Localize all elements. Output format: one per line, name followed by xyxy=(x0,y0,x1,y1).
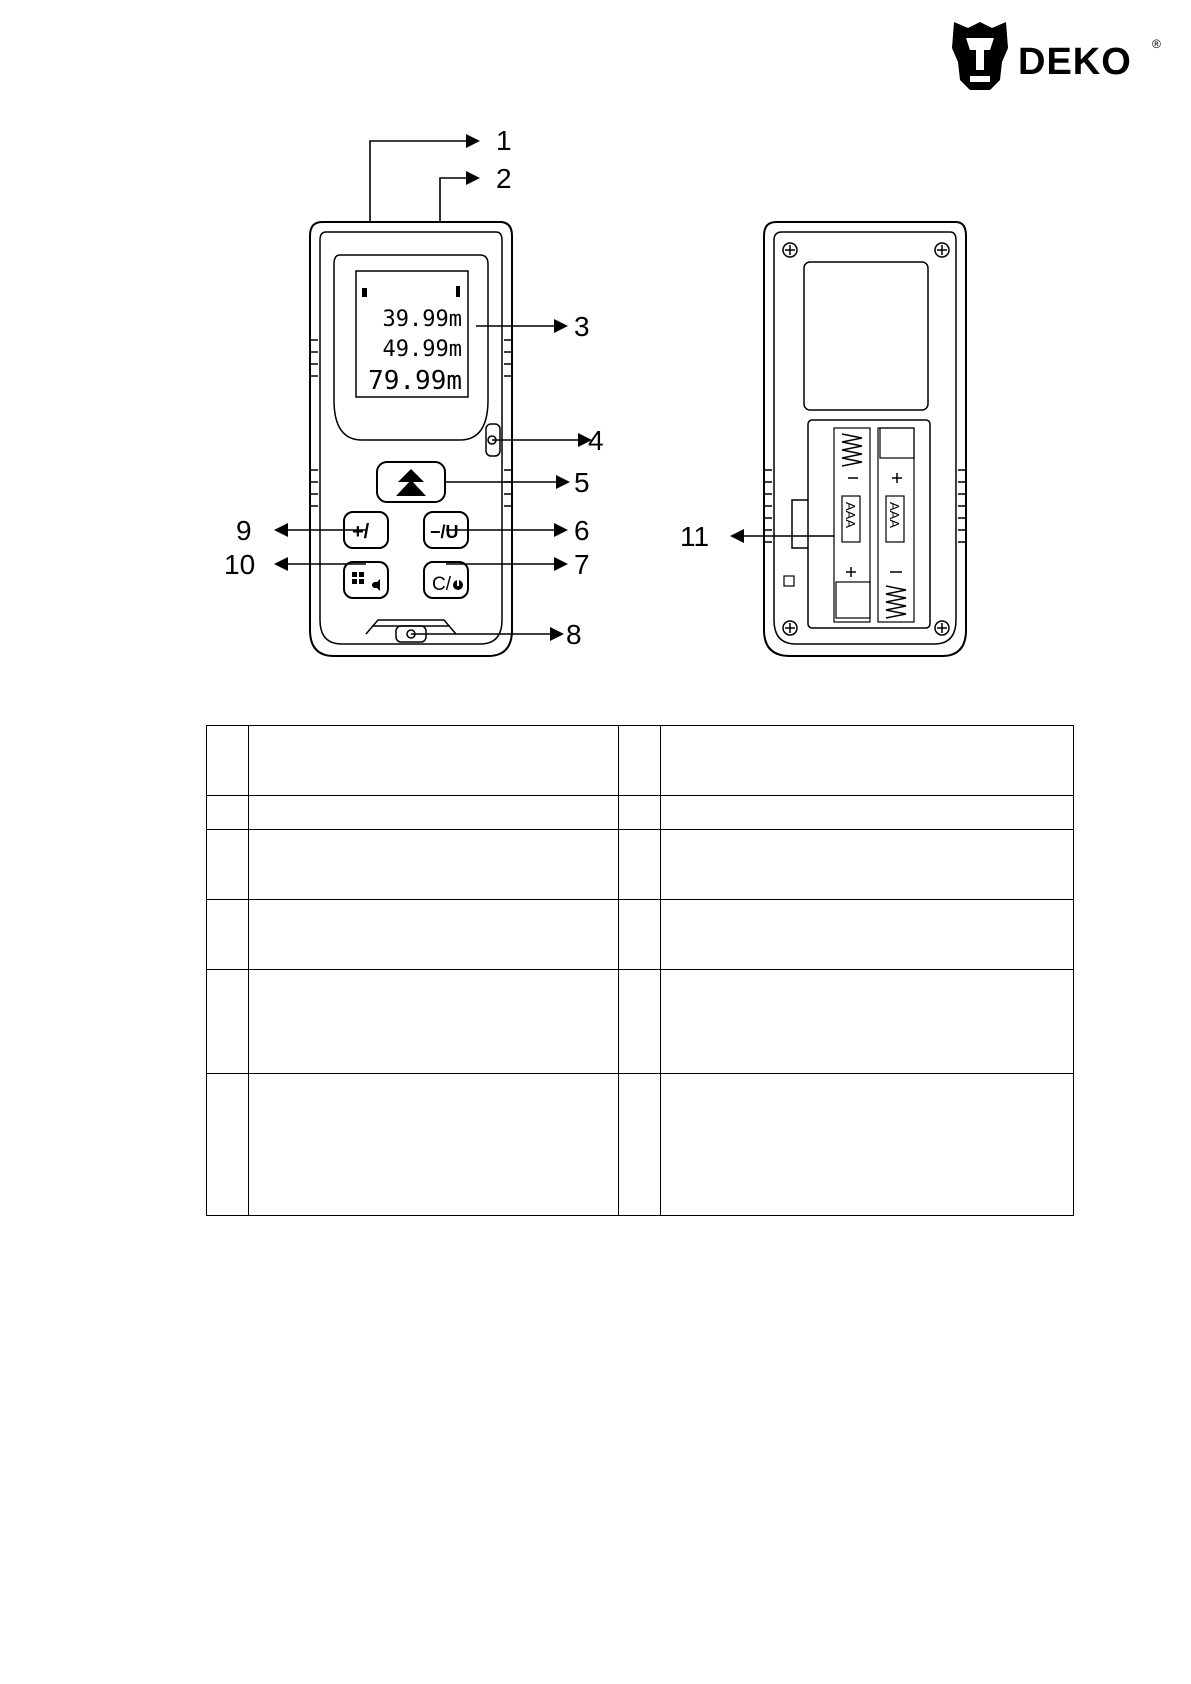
device-front xyxy=(309,221,513,657)
row-number-left xyxy=(206,725,249,796)
callout-8: 8 xyxy=(566,619,582,650)
battery-indicator-icon xyxy=(456,286,460,297)
lcd-line-3: 79.99m xyxy=(368,366,462,396)
callout-10: 10 xyxy=(224,549,255,580)
battery-label-right: AAA xyxy=(887,502,902,528)
table-row xyxy=(206,829,1074,900)
row-description-right xyxy=(660,829,1074,900)
row-description-left xyxy=(248,829,619,900)
row-number-right xyxy=(618,725,661,796)
table-row xyxy=(206,899,1074,970)
measure-arrow-icon xyxy=(396,469,426,496)
callout-5: 5 xyxy=(574,467,590,498)
spring-icon xyxy=(885,585,907,619)
row-description-right xyxy=(660,725,1074,796)
laser-reference-icon xyxy=(362,288,367,297)
lcd-line-2: 49.99m xyxy=(383,337,462,362)
table-row xyxy=(206,1073,1074,1216)
row-description-right xyxy=(660,1073,1074,1216)
device-back xyxy=(763,221,967,657)
callout-3: 3 xyxy=(574,311,590,342)
callout-11: 11 xyxy=(680,521,709,552)
deko-logo: DEKO ® xyxy=(950,18,1170,98)
clear-power-button[interactable] xyxy=(423,561,469,599)
row-number-left xyxy=(206,795,249,830)
table-row xyxy=(206,969,1074,1074)
row-description-right xyxy=(660,899,1074,970)
row-number-left xyxy=(206,1073,249,1216)
helmet-icon xyxy=(952,22,1008,90)
callout-4: 4 xyxy=(588,425,604,456)
parts-table xyxy=(206,725,1074,1216)
row-number-right xyxy=(618,1073,661,1216)
row-description-left xyxy=(248,1073,619,1216)
power-icon xyxy=(453,580,463,590)
screw-icon xyxy=(782,242,950,636)
callout-7: 7 xyxy=(574,549,590,580)
row-description-left xyxy=(248,969,619,1074)
callout-1: 1 xyxy=(496,125,512,156)
callout-2: 2 xyxy=(496,163,512,194)
battery-label-left: AAA xyxy=(843,502,858,528)
callout-9: 9 xyxy=(236,515,252,546)
brand-name: DEKO xyxy=(1018,41,1132,83)
row-number-left xyxy=(206,899,249,970)
registered-mark: ® xyxy=(1152,37,1161,51)
battery-compartment xyxy=(807,419,931,629)
callout-6: 6 xyxy=(574,515,590,546)
row-description-right xyxy=(660,795,1074,830)
grid-sound-icon xyxy=(352,572,380,591)
arrow-heads xyxy=(274,134,744,641)
row-description-right xyxy=(660,969,1074,1074)
plus-button-label: +/ xyxy=(352,521,370,543)
row-number-right xyxy=(618,969,661,1074)
row-number-left xyxy=(206,829,249,900)
minus-button-label: −/U xyxy=(430,522,459,542)
row-number-left xyxy=(206,969,249,1074)
lcd-line-1: 39.99m xyxy=(383,307,462,332)
row-number-right xyxy=(618,795,661,830)
spring-icon xyxy=(841,433,863,467)
menu-sound-button[interactable] xyxy=(343,561,389,599)
lcd-screen xyxy=(355,270,469,398)
clear-button-label: C/ xyxy=(432,574,452,595)
back-window xyxy=(803,261,929,411)
row-description-left xyxy=(248,725,619,796)
row-description-left xyxy=(248,899,619,970)
table-row xyxy=(206,795,1074,830)
row-number-right xyxy=(618,829,661,900)
table-row xyxy=(206,725,1074,796)
row-description-left xyxy=(248,795,619,830)
row-number-right xyxy=(618,899,661,970)
callout-lines xyxy=(286,140,834,635)
device-illustration: 39.99m 49.99m 79.99m +/ −/U C/ AAA AAA 1… xyxy=(224,125,967,657)
